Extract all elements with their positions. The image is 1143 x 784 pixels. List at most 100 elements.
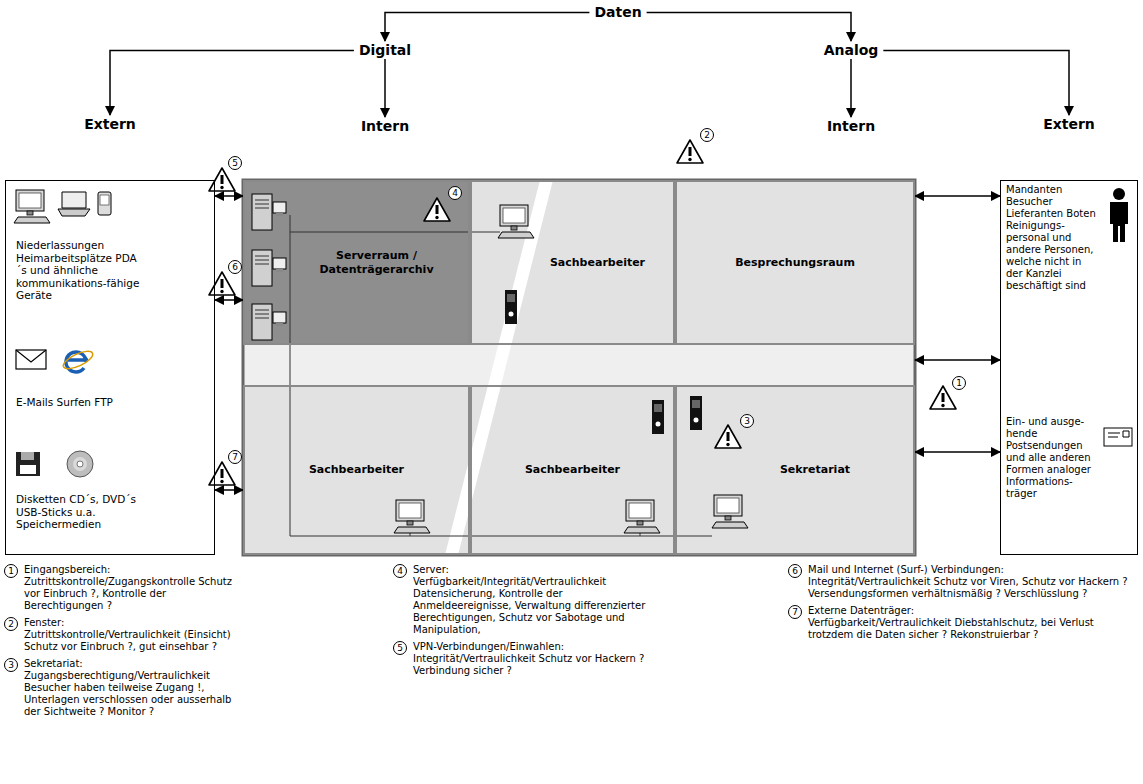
room-name: Serverraum / Datenträgerarchiv: [302, 249, 452, 277]
callout-number: 7: [228, 450, 242, 464]
flow-arrow: [915, 451, 1000, 453]
heading-text: Analog: [824, 42, 879, 59]
risk-note: 2Fenster:Zutrittskontrolle/Vertraulichke…: [4, 617, 236, 653]
risk-note: 4Server:Verfügbarkeit/Integrität/Vertrau…: [393, 564, 663, 636]
pda-icon: [98, 192, 111, 215]
box-text: Disketten CD´s, DVD´s USB-Sticks u.a. Sp…: [16, 493, 146, 531]
warning-triangle: [209, 272, 235, 295]
box-heading: Extern: [5, 116, 215, 133]
pc-icon: [394, 500, 430, 533]
callout-number: 5: [228, 156, 242, 170]
external-box: Niederlassungen Heimarbeitsplätze PDA´s …: [5, 116, 215, 555]
box-text: Niederlassungen Heimarbeitsplätze PDA´s …: [16, 239, 146, 302]
note-heading: Eingangsbereich:: [24, 564, 236, 576]
callout-number: 1: [4, 564, 18, 578]
box-text: Mandanten Besucher Lieferanten Boten Rei…: [1006, 184, 1098, 292]
room-floor: [470, 385, 675, 555]
binder-icon: [505, 290, 517, 324]
laptop-icon: [62, 192, 86, 208]
room-floor: [470, 180, 675, 345]
server-icon: [252, 250, 286, 286]
root-heading: Daten: [589, 4, 646, 21]
callout-number: 3: [4, 658, 18, 672]
letter-icon: [1104, 428, 1132, 446]
laptop-icon: [58, 209, 90, 216]
heading-text: Daten: [594, 4, 641, 21]
warning-triangle: [930, 386, 956, 409]
notes-column: 4Server:Verfügbarkeit/Integrität/Vertrau…: [393, 564, 663, 682]
room-floor: [675, 180, 915, 345]
risk-note: 6Mail und Internet (Surf-) Verbindungen:…: [788, 564, 1138, 600]
email-icon: [16, 350, 46, 362]
warning-triangle: [715, 425, 741, 448]
pda-icon: [100, 195, 109, 205]
office-room: Sachbearbeiter: [470, 180, 675, 345]
email-icon: [16, 350, 46, 369]
notes-column: 6Mail und Internet (Surf-) Verbindungen:…: [788, 564, 1138, 646]
box-heading: Extern: [1000, 116, 1138, 133]
external-box: Mandanten Besucher Lieferanten Boten Rei…: [1000, 116, 1138, 555]
binder-icon: [690, 396, 702, 430]
cd-icon: [77, 461, 83, 467]
pc-icon: [624, 500, 660, 533]
binder-icon: [652, 400, 664, 434]
flow-arrow: [215, 195, 243, 197]
heading-text: Intern: [827, 118, 875, 135]
flow-arrow: [647, 13, 851, 42]
browser-icon: [61, 348, 95, 372]
flow-arrow: [110, 51, 354, 116]
room-name: Sachbearbeiter: [525, 463, 620, 477]
room-name: Sachbearbeiter: [550, 256, 645, 270]
floppy-icon: [20, 465, 36, 474]
category-heading: Digital: [354, 42, 416, 59]
room-name: Besprechungsraum: [735, 256, 855, 270]
callout-number: 6: [228, 260, 242, 274]
callout-number: 7: [788, 605, 802, 619]
meeting-room: Besprechungsraum: [675, 180, 915, 345]
category-heading: Analog: [819, 42, 884, 59]
flow-arrow: [883, 51, 1069, 116]
digital-analog-divider: [445, 180, 553, 555]
office-room: Sachbearbeiter: [243, 385, 470, 555]
risk-note: 7Externe Datenträger:Verfügbarkeit/Vertr…: [788, 605, 1138, 641]
note-text: Zugangsberechtigung/Vertraulichkeit Besu…: [24, 670, 236, 718]
building-outline: [243, 180, 915, 555]
warning-triangle: [209, 462, 235, 485]
server-icon: [252, 194, 286, 230]
internet-arrow: [215, 299, 243, 301]
server-room-floor: [243, 180, 470, 345]
note-heading: VPN-Verbindungen/Einwahlen:: [413, 641, 663, 653]
floppy-icon: [21, 452, 34, 460]
callout-number: 3: [740, 414, 754, 428]
box-text: Ein- und ausge-hende Postsendungen und a…: [1006, 416, 1096, 500]
note-heading: Server:: [413, 564, 663, 576]
flow-arrow: [915, 195, 1000, 197]
external-frame: Niederlassungen Heimarbeitsplätze PDA´s …: [5, 180, 215, 555]
external-frame: Mandanten Besucher Lieferanten Boten Rei…: [1000, 180, 1138, 555]
room-name: Sekretariat: [780, 463, 850, 477]
letter-icon: [1108, 431, 1129, 437]
room-name: Sachbearbeiter: [309, 463, 404, 477]
person-icon: [1113, 188, 1125, 200]
room-floor: [675, 385, 915, 555]
network-wire: [290, 215, 712, 536]
floppy-icon: [16, 452, 40, 476]
callout-number: 2: [700, 128, 714, 142]
risk-note: 5VPN-Verbindungen/Einwahlen:Integrität/V…: [393, 641, 663, 677]
warning-triangle: [424, 198, 450, 221]
server-room: Serverraum / Datenträgerarchiv: [243, 180, 470, 345]
flow-arrow: [385, 13, 589, 42]
entrance-arrow: [915, 359, 1000, 361]
server-icon: [252, 304, 286, 340]
heading-text: Intern: [361, 118, 409, 135]
person-icon: [1110, 202, 1128, 242]
room-floor: [243, 385, 470, 555]
flow-arrow: [215, 489, 243, 491]
heading-text: Digital: [359, 42, 411, 59]
note-text: Zutrittskontrolle/Zugangskontrolle Schut…: [24, 576, 236, 612]
note-heading: Externe Datenträger:: [808, 605, 1138, 617]
callout-number: 4: [448, 186, 462, 200]
